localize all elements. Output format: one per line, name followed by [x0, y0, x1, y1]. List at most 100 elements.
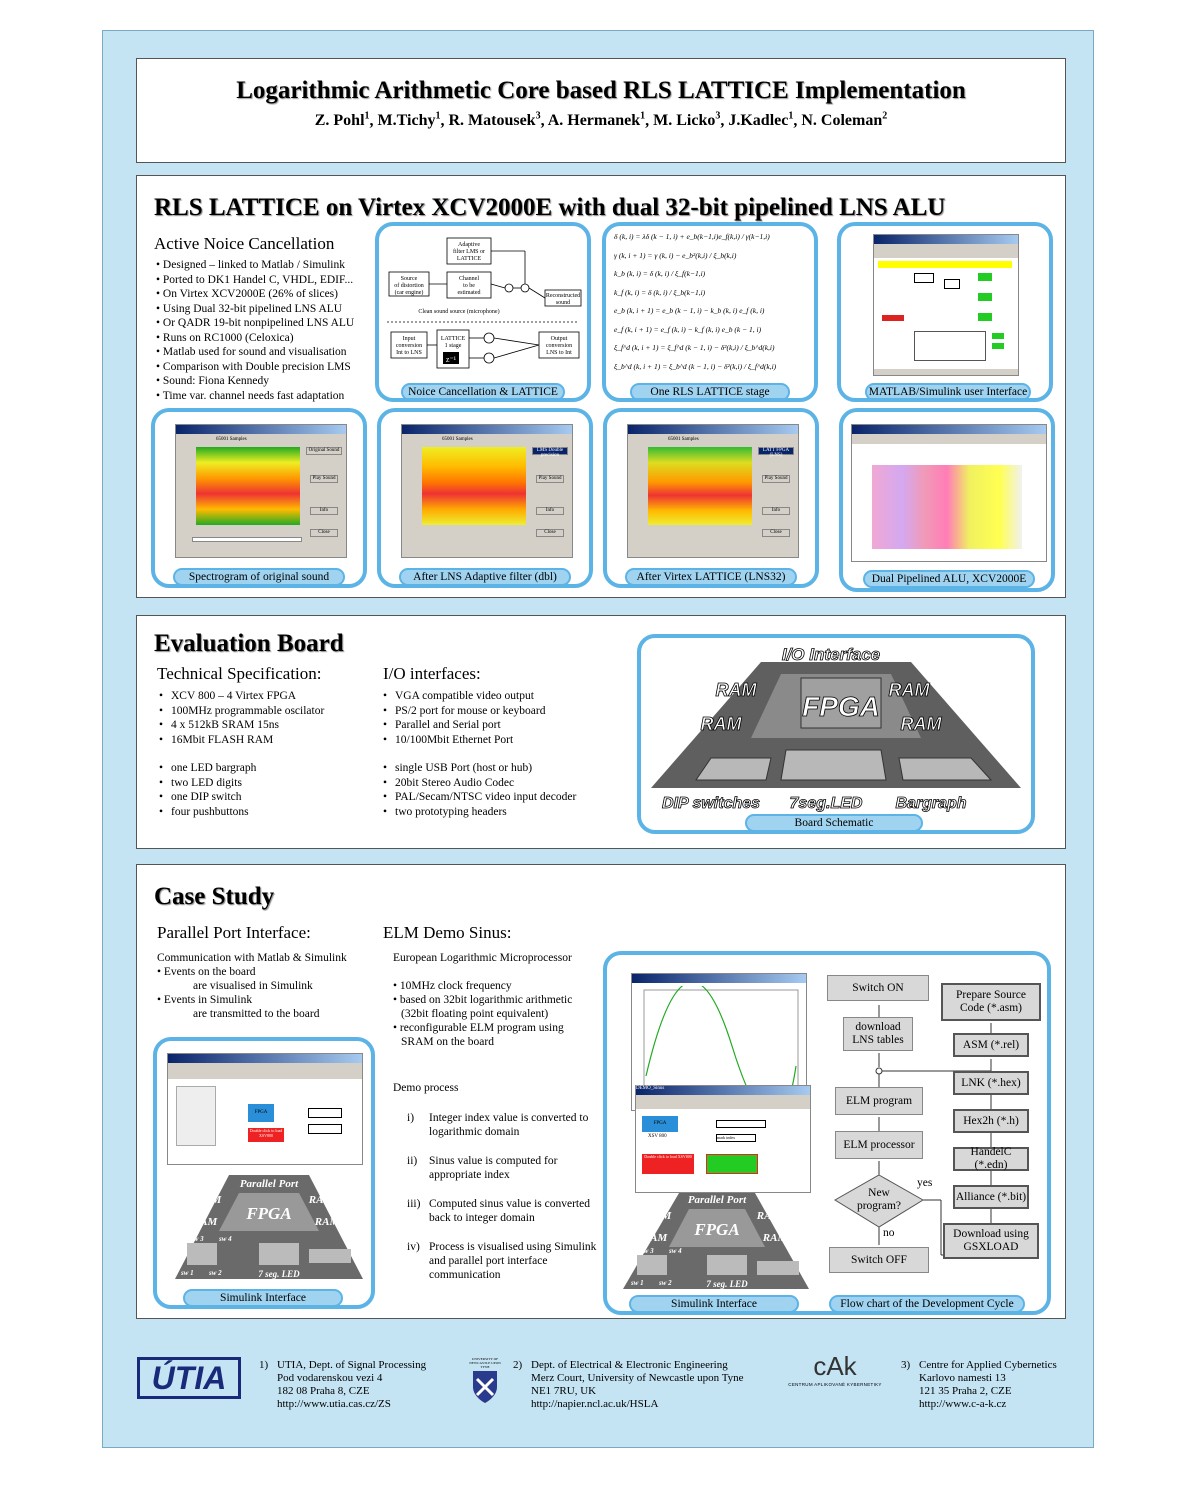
demo-step: iii)Computed sinus value is converted ba… [407, 1198, 590, 1224]
io-list-1: VGA compatible video outputPS/2 port for… [383, 689, 545, 747]
rls-bullet: Comparison with Double precision LMS [156, 360, 354, 375]
svg-text:7 seg. LED: 7 seg. LED [258, 1269, 300, 1279]
caption-board-schematic: Board Schematic [745, 814, 923, 830]
rls-equation: γ (k, i + 1) = γ (k, i) − e_b²(k,i) / ξ_… [614, 250, 737, 260]
svg-text:Source: Source [401, 276, 418, 282]
info-button[interactable]: Info [762, 507, 790, 515]
play-sound-button[interactable]: Play Sound [536, 475, 564, 483]
svg-text:sw 2: sw 2 [208, 1269, 222, 1277]
rls-equation: δ (k, i) = λδ (k − 1, i) + e_b(k−1,i)e_f… [614, 232, 770, 241]
svg-text:sw 2: sw 2 [658, 1279, 672, 1287]
rls-equation: e_b (k, i + 1) = e_b (k − 1, i) − k_b (k… [614, 306, 765, 315]
rls-bullet: Matlab used for sound and visualisation [156, 345, 354, 360]
spectrogram-plot-virtex [648, 447, 752, 525]
matlab-simulink-frame: MATLAB/Simulink user Interface [837, 222, 1053, 402]
io-item: 20bit Stereo Audio Codec [383, 776, 576, 791]
info-button[interactable]: Info [536, 507, 564, 515]
flow-yes-label: yes [917, 1177, 933, 1189]
sound-select[interactable]: LATT FPGA (LNS) [758, 447, 794, 458]
simulink-window [873, 234, 1019, 376]
svg-text:Channel: Channel [459, 276, 479, 282]
flow-no-label: no [883, 1227, 895, 1239]
svg-text:Clean sound source (microphone: Clean sound source (microphone) [418, 308, 499, 315]
author-list: Z. Pohl1, M.Tichy1, R. Matousek3, A. Her… [314, 111, 888, 130]
play-sound-button[interactable]: Play Sound [310, 475, 338, 483]
flow-download-lns: download LNS tables [843, 1017, 913, 1051]
close-button[interactable]: Close [762, 529, 790, 537]
caption-noise-cancellation: Noice Cancellation & LATTICE [401, 383, 565, 398]
flow-prepare-source: Prepare Source Code (*.asm) [941, 983, 1041, 1021]
rls-equation: ξ_f^d (k, i + 1) = ξ_f^d (k − 1, i) − δ²… [614, 343, 775, 352]
svg-text:FPGA: FPGA [245, 1204, 291, 1223]
rls-equation: e_f (k, i + 1) = e_f (k, i) − k_f (k, i)… [614, 324, 762, 334]
poster-title: Logarithmic Arithmetic Core based RLS LA… [236, 77, 966, 104]
case-study-title: Case Study [154, 883, 275, 910]
parallel-port-title: Parallel Port Interface: [157, 923, 311, 942]
rls-bullet: On Virtex XCV2000E (26% of slices) [156, 287, 354, 302]
schematic-bar-label: Bargraph [895, 795, 966, 812]
schematic-ram-label: RAM [716, 680, 758, 700]
sound-select[interactable]: Original Sound [306, 447, 342, 455]
tech-spec-item: one DIP switch [159, 790, 256, 805]
svg-text:1 stage: 1 stage [445, 343, 462, 349]
spectrogram-original-frame: 65001 Samples Original Sound Play Sound … [151, 408, 367, 588]
close-button[interactable]: Close [310, 529, 338, 537]
play-sound-button[interactable]: Play Sound [762, 475, 790, 483]
author-name: M. Licko3 [653, 111, 721, 130]
io-item: Parallel and Serial port [383, 718, 545, 733]
spectrogram-virtex-frame: 65001 Samples LATT FPGA (LNS) Play Sound… [603, 408, 819, 588]
tech-spec-item: XCV 800 – 4 Virtex FPGA [159, 689, 324, 704]
caption-spectrogram-virtex: After Virtex LATTICE (LNS32) [625, 568, 797, 584]
io-item: PS/2 port for mouse or keyboard [383, 704, 545, 719]
flow-download-gsxload: Download using GSXLOAD [943, 1223, 1039, 1259]
close-button[interactable]: Close [536, 529, 564, 537]
author-name: Z. Pohl1 [314, 111, 370, 130]
flow-switch-on: Switch ON [827, 975, 929, 1001]
demo-process-title: Demo process [393, 1082, 459, 1094]
cak-logo: cAk CENTRUM APLIKOVANÉ KYBERNETIKY [788, 1351, 882, 1387]
caption-dual-alu: Dual Pipelined ALU, XCV2000E [863, 570, 1035, 588]
svg-text:sw 4: sw 4 [668, 1247, 682, 1255]
info-button[interactable]: Info [310, 507, 338, 515]
schematic-io-label: I/O Interface [782, 645, 880, 664]
spectrogram-plot-lns [422, 447, 526, 525]
caption-spectrogram-original: Spectrogram of original sound [173, 568, 345, 584]
demo-step: ii)Sinus value is computed for appropria… [407, 1155, 558, 1181]
simulink-interface-frame-left: FPGA Double click to load XSV800 Paralle… [153, 1037, 375, 1309]
svg-text:Reconstructed: Reconstructed [546, 293, 580, 299]
flow-hex2h: Hex2h (*.h) [953, 1109, 1029, 1133]
noise-cancellation-diagram: Adaptive filter LMS or LATTICE Sourceof … [387, 237, 582, 369]
schematic-fpga-label: FPGA [802, 691, 880, 722]
svg-text:(car engine): (car engine) [395, 289, 424, 296]
spectrogram-lns-frame: 65001 Samples LMS Double precision Play … [377, 408, 593, 588]
svg-text:LATTICE: LATTICE [441, 336, 466, 342]
tech-spec-item: four pushbuttons [159, 805, 256, 820]
flow-elm-processor: ELM processor [835, 1131, 923, 1159]
caption-simulink-right: Simulink Interface [629, 1295, 799, 1311]
schematic-seg-label: 7seg.LED [790, 795, 863, 812]
rls-panel: RLS LATTICE on Virtex XCV2000E with dual… [136, 175, 1066, 598]
sound-select[interactable]: LMS Double precision [532, 447, 568, 458]
author-name: J.Kadlec1 [728, 111, 794, 130]
board-schematic-diagram: I/O Interface FPGA RAM RAM RAM RAM DIP s… [651, 645, 1021, 812]
rls-bullet: Runs on RC1000 (Celoxica) [156, 331, 354, 346]
io-list-2: single USB Port (host or hub)20bit Stere… [383, 761, 576, 819]
simulink-window-left: FPGA Double click to load XSV800 [167, 1053, 363, 1165]
spectrogram-window-original: 65001 Samples Original Sound Play Sound … [175, 424, 347, 558]
svg-text:FPGA: FPGA [693, 1220, 739, 1239]
svg-text:to be: to be [463, 283, 475, 289]
caption-simulink-left: Simulink Interface [183, 1289, 343, 1305]
schematic-ram-label: RAM [701, 714, 743, 734]
evaluation-section-title: Evaluation Board [154, 630, 344, 657]
caption-rls-stage: One RLS LATTICE stage [630, 383, 790, 398]
header-panel: Logarithmic Arithmetic Core based RLS LA… [136, 58, 1066, 163]
svg-text:RAM: RAM [314, 1216, 341, 1228]
poster-background: Logarithmic Arithmetic Core based RLS LA… [102, 30, 1094, 1448]
svg-text:LATTICE: LATTICE [457, 256, 482, 262]
rls-bullet: Ported to DK1 Handel C, VHDL, EDIF... [156, 273, 354, 288]
svg-text:RAM: RAM [192, 1216, 219, 1228]
parallel-port-schematic-left: Parallel Port FPGA RAM RAM RAM RAM 7 seg… [175, 1175, 363, 1279]
adaptive-filter-label: Adaptive [458, 242, 480, 248]
